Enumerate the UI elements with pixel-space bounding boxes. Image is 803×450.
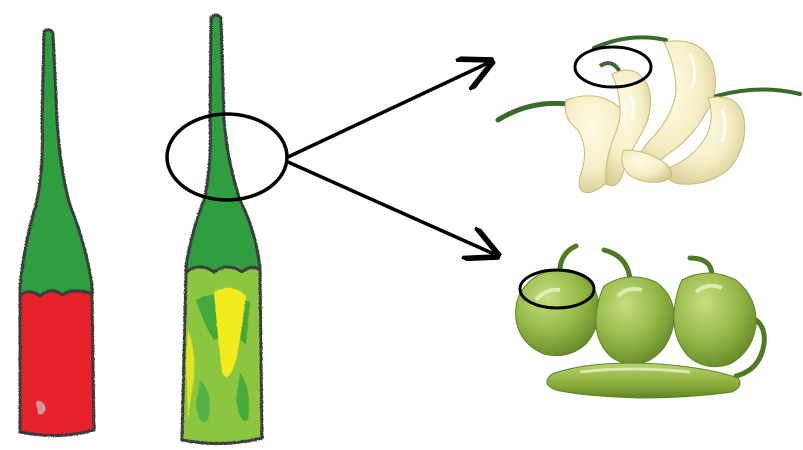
cream-stem-right	[716, 89, 800, 96]
red-pepper-green-top	[20, 30, 92, 300]
green-yellow-pepper-green-top	[186, 15, 260, 278]
green-yellow-pepper-sketch	[182, 15, 262, 444]
green-stem-2	[604, 250, 630, 280]
arrow-to-green-peppers	[288, 162, 494, 254]
arrow-to-cream-peppers	[288, 63, 488, 157]
stem-region-cream-highlight	[575, 47, 651, 87]
green-stem-1	[560, 246, 576, 268]
red-pepper-red-body	[20, 291, 94, 436]
red-pepper-sketch	[20, 30, 94, 436]
green-pepper-1	[516, 271, 599, 356]
cream-stem-left	[498, 103, 568, 120]
